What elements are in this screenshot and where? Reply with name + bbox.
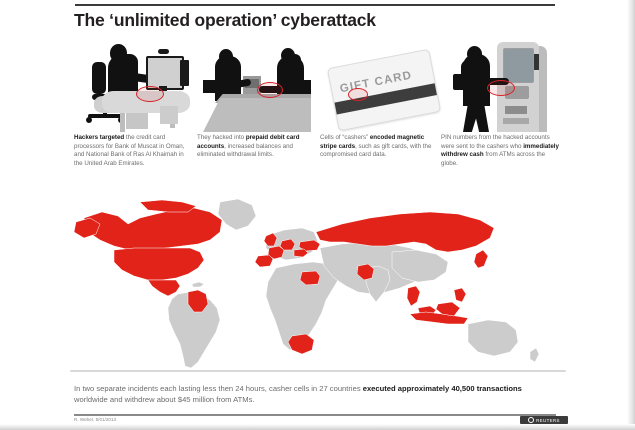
country-antarctica [70, 369, 566, 372]
hacker-at-computer-icon [74, 36, 196, 132]
country-caribbean-grey [191, 281, 205, 288]
gift-card-icon: GIFT CARD [320, 36, 442, 132]
atm-withdrawal-icon [441, 36, 563, 132]
summary-rest: worldwide and withdrew about $45 million… [74, 395, 255, 404]
reuters-logo: REUTERS [520, 416, 568, 424]
country-pakistan [356, 263, 375, 281]
step-rest-3: , such as gift cards, with the compromis… [320, 142, 432, 159]
step-lead-4: immediately withdrew cash [441, 142, 559, 159]
page-title: The ‘unlimited operation’ cyberattack [74, 10, 376, 30]
world-map [70, 196, 566, 372]
step-rest-4: from ATMs across the globe. [441, 151, 546, 167]
checkout-counter-icon [197, 36, 319, 132]
country-australia [467, 319, 519, 357]
country-ukraine [298, 239, 321, 252]
header-rule [75, 4, 555, 6]
step-caption-2: They hacked into prepaid debit card acco… [197, 134, 315, 160]
steps-row: Hackers targeted the credit card process… [70, 36, 570, 186]
reuters-mark-icon [528, 417, 535, 423]
country-united-states [113, 247, 205, 281]
map-land-layer [70, 198, 566, 372]
step-panel-3: GIFT CARD Cells of “cashers” encoded mag… [320, 36, 442, 186]
step-panel-2: They hacked into prepaid debit card acco… [197, 36, 319, 186]
country-new-zealand [529, 347, 540, 363]
step-panel-4: PIN numbers from the hacked accounts wer… [441, 36, 563, 186]
credit-line: R. Weber, 5/01/2013 [74, 417, 117, 422]
country-thailand [406, 285, 421, 307]
country-spain [254, 254, 274, 268]
highlight-ring-icon [348, 88, 368, 101]
step-lead-1: Hackers targeted [74, 134, 125, 141]
footer-rule [74, 414, 556, 416]
highlight-ring-icon [257, 82, 283, 98]
country-canada [83, 207, 223, 251]
step-lead-3: encoded magnetic stripe cards [320, 134, 425, 150]
step-caption-4: PIN numbers from the hacked accounts wer… [441, 134, 559, 168]
step-pre-4: PIN numbers from the hacked accounts wer… [441, 134, 550, 150]
highlight-ring-icon [487, 80, 515, 96]
country-alaska [73, 217, 101, 239]
country-philippines [453, 287, 467, 303]
country-indonesia-borneo [435, 301, 461, 317]
country-indonesia [409, 311, 469, 325]
step-pre-2: They hacked into [197, 134, 246, 141]
country-egypt [299, 270, 321, 286]
country-colombia [187, 289, 209, 313]
country-mexico [147, 279, 181, 297]
summary-caption: In two separate incidents each lasting l… [74, 383, 544, 405]
step-lead-2: prepaid debit card accounts [197, 134, 300, 150]
page-edge-bottom [0, 424, 635, 430]
world-map-svg [70, 198, 566, 372]
step-caption-1: Hackers targeted the credit card process… [74, 134, 192, 168]
step-rest-2: , increased balances and eliminated with… [197, 142, 293, 159]
page-edge-right [627, 0, 635, 430]
summary-pre: In two separate incidents each lasting l… [74, 384, 363, 393]
step-rest-1: the credit card processors for Bank of M… [74, 134, 185, 167]
country-russia [315, 211, 495, 253]
step-caption-3: Cells of “cashers” encoded magnetic stri… [320, 134, 438, 160]
country-japan [473, 249, 489, 269]
reuters-wordmark: REUTERS [536, 417, 560, 423]
country-canada-arctic-islands [139, 199, 197, 213]
summary-lead: executed approximately 40,500 transactio… [362, 384, 522, 393]
step-panel-1: Hackers targeted the credit card process… [74, 36, 196, 186]
step-pre-3: Cells of “cashers” [320, 134, 370, 141]
country-china [391, 249, 449, 283]
country-south-africa [287, 333, 315, 355]
country-south-america [167, 291, 221, 369]
highlight-ring-icon [136, 86, 164, 102]
country-germany [279, 238, 296, 251]
country-greenland [217, 198, 257, 231]
country-romania [293, 248, 309, 258]
country-united-kingdom [263, 232, 278, 247]
